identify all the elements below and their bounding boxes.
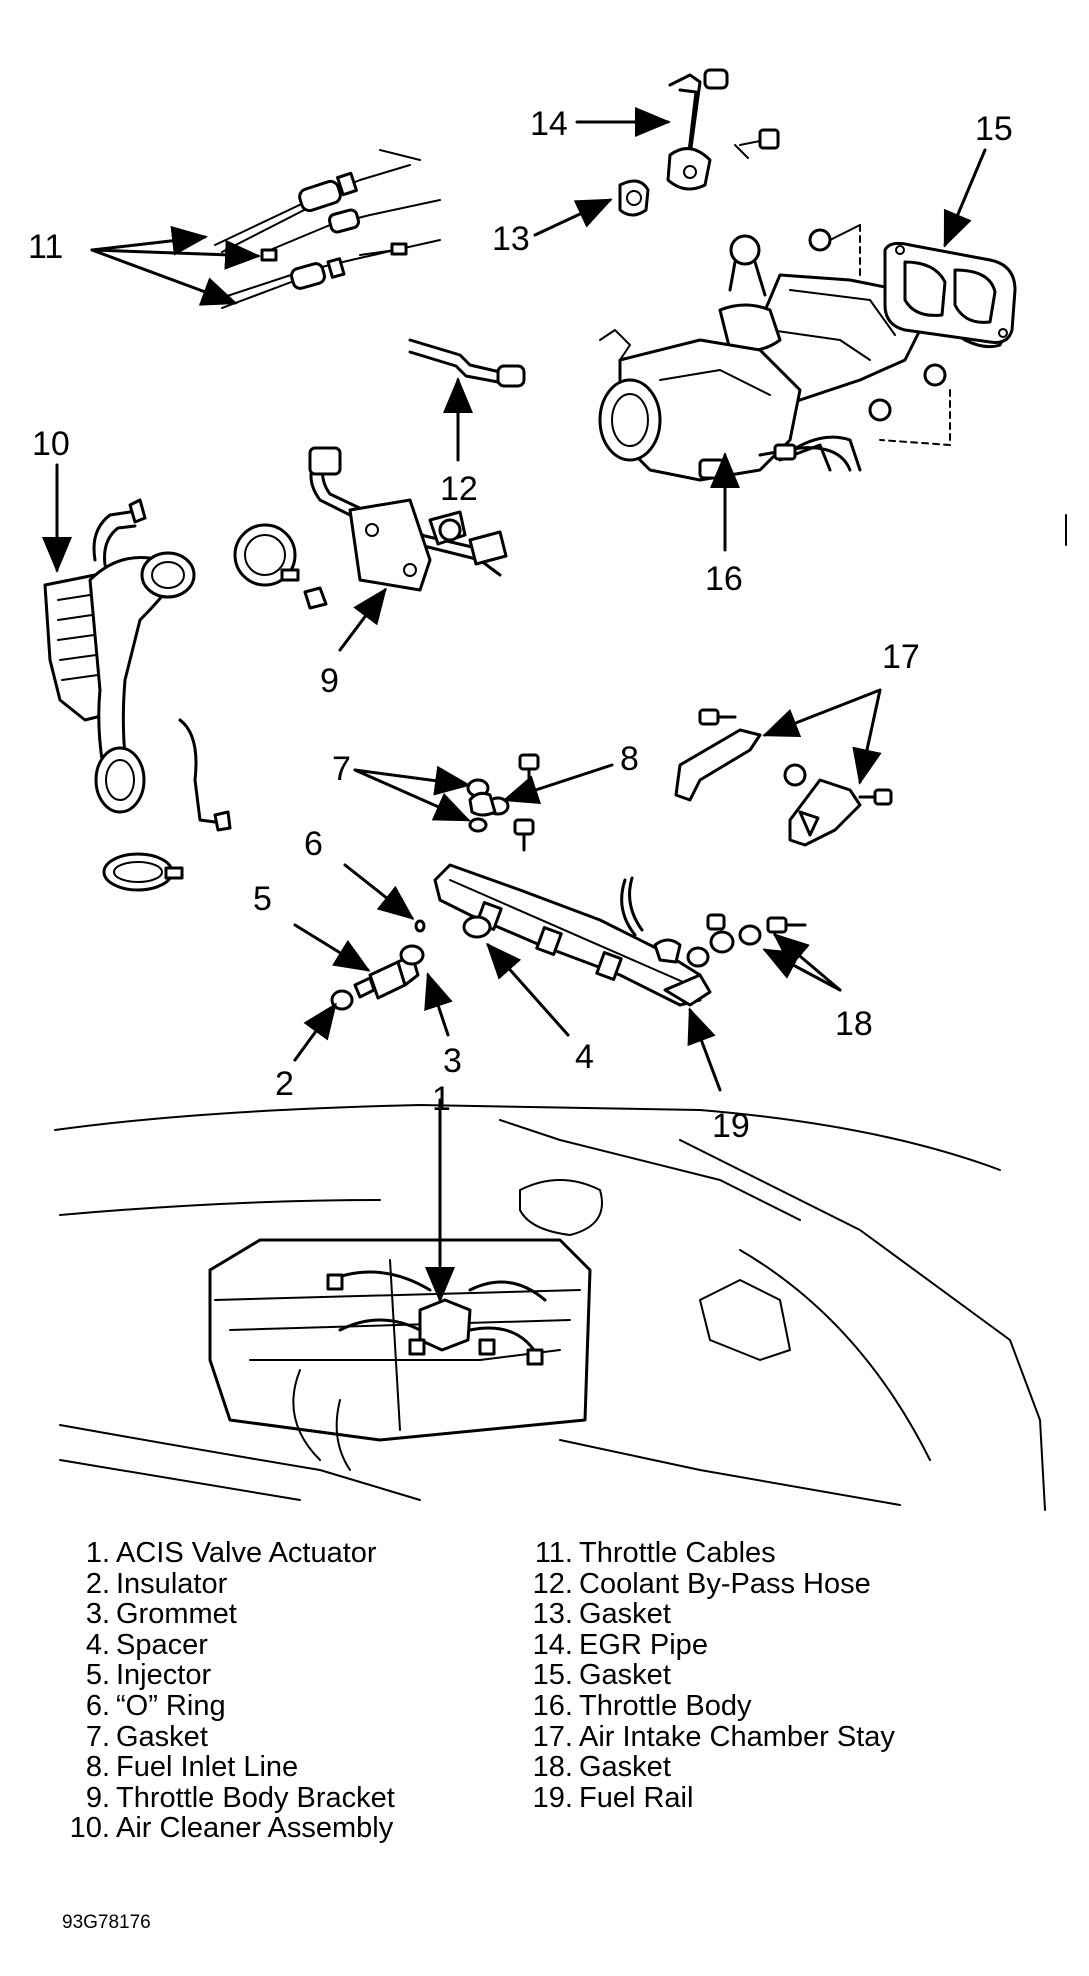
callout-2: 2	[275, 1065, 294, 1103]
callout-11: 11	[28, 228, 63, 266]
throttle-body-drawing	[598, 224, 1017, 482]
callout-14: 14	[530, 105, 568, 143]
legend-item: 11.Throttle Cables	[534, 1537, 776, 1569]
legend-item: 10.Air Cleaner Assembly	[69, 1812, 394, 1845]
legend-item: 16.Throttle Body	[532, 1689, 752, 1722]
legend-item: 3.Grommet	[85, 1598, 237, 1631]
legend-item: 2.Insulator	[85, 1567, 228, 1600]
gasket-18-drawing	[686, 913, 807, 968]
legend-item: 12.Coolant By-Pass Hose	[532, 1567, 871, 1600]
callout-1: 1	[432, 1080, 451, 1118]
legend-item: 6.“O” Ring	[85, 1689, 226, 1722]
callout-12: 12	[440, 470, 478, 508]
exploded-parts-diagram: 1 2 3 4 5 6 7 8 9 10 11 12 13 14 15 16 1…	[28, 68, 1067, 1511]
engine-bay-drawing	[54, 1104, 1046, 1511]
legend-item: 14.EGR Pipe	[532, 1628, 708, 1661]
callout-18: 18	[835, 1005, 873, 1043]
egr-pipe-drawing	[618, 68, 780, 217]
callout-7: 7	[332, 750, 351, 788]
fuel-inlet-hardware-drawing	[466, 753, 540, 852]
callout-numbers: 1 2 3 4 5 6 7 8 9 10 11 12 13 14 15 16 1…	[28, 105, 1013, 1145]
callout-9: 9	[320, 662, 339, 700]
legend-item: 15.Gasket	[532, 1659, 671, 1692]
legend-left-column: 1.ACIS Valve Actuator 2.Insulator 3.Grom…	[62, 1538, 482, 1844]
legend-right-column: 11.Throttle Cables 12.Coolant By-Pass Ho…	[525, 1538, 1045, 1813]
throttle-cables-drawing	[214, 149, 441, 309]
figure-id: 93G78176	[62, 1912, 151, 1933]
legend-item: 17.Air Intake Chamber Stay	[532, 1720, 895, 1753]
throttle-body-bracket-drawing	[303, 446, 508, 610]
callout-15: 15	[975, 110, 1013, 148]
callout-16: 16	[705, 560, 743, 598]
callout-10: 10	[32, 425, 70, 463]
injector-drawing	[330, 919, 426, 1011]
callout-5: 5	[253, 880, 272, 918]
legend-item: 5.Injector	[85, 1659, 212, 1692]
legend-item: 1.ACIS Valve Actuator	[85, 1537, 377, 1569]
callout-8: 8	[620, 740, 639, 778]
callout-6: 6	[304, 825, 323, 863]
callout-3: 3	[443, 1042, 462, 1080]
coolant-bypass-hose-drawing	[408, 338, 526, 388]
callout-13: 13	[492, 220, 530, 258]
legend-item: 4.Spacer	[85, 1628, 208, 1661]
air-cleaner-drawing	[43, 498, 300, 892]
legend-item: 19.Fuel Rail	[532, 1781, 694, 1814]
legend-item: 8.Fuel Inlet Line	[85, 1751, 299, 1784]
air-intake-chamber-stay-drawing	[674, 708, 893, 847]
callout-4: 4	[575, 1038, 594, 1076]
legend-item: 18.Gasket	[532, 1751, 671, 1784]
legend-item: 9.Throttle Body Bracket	[85, 1781, 395, 1814]
legend-item: 7.Gasket	[85, 1720, 208, 1753]
fuel-rail-drawing	[433, 863, 712, 1007]
callout-19: 19	[712, 1107, 750, 1145]
legend-item: 13.Gasket	[532, 1598, 671, 1631]
leader-lines	[42, 107, 987, 1303]
callout-17: 17	[882, 638, 920, 676]
